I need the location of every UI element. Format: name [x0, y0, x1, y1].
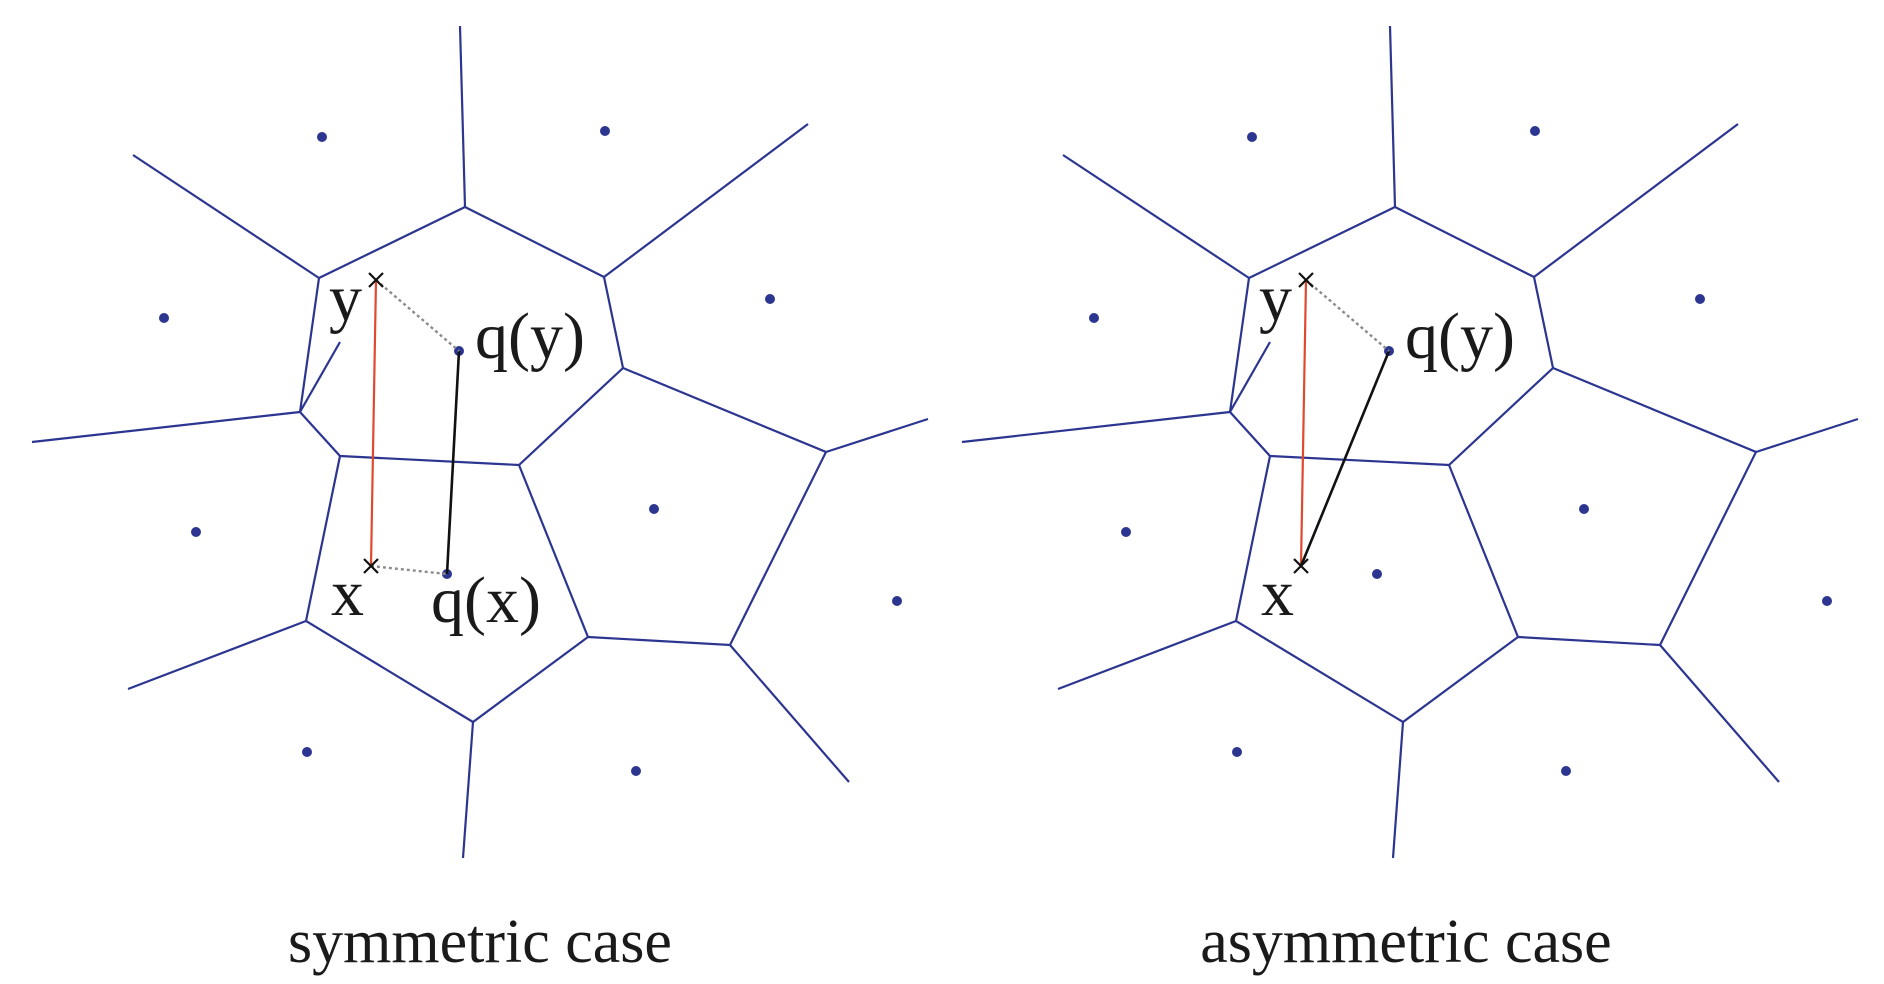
- voronoi-ray-right: [1755, 417, 1859, 454]
- label-x: x: [1261, 557, 1294, 630]
- segment-x-to-y: [369, 279, 378, 567]
- voronoi-cell-right: [587, 366, 828, 647]
- site-point: [302, 747, 312, 757]
- label-y: y: [329, 262, 362, 335]
- point-labels: y q(y) x: [1259, 262, 1515, 630]
- voronoi-ray-down: [1391, 721, 1405, 859]
- site-point: [631, 766, 641, 776]
- segment-x-to-y: [1299, 279, 1308, 567]
- label-qx: q(x): [431, 564, 541, 637]
- voronoi-cell-right: [1517, 366, 1758, 647]
- quantization-paths: [363, 272, 461, 576]
- label-x: x: [331, 557, 364, 630]
- voronoi-ray-upper-right: [603, 123, 809, 278]
- site-point: [1121, 527, 1131, 537]
- site-point: [1561, 766, 1571, 776]
- label-qy: q(y): [1405, 300, 1515, 373]
- site-point: [1372, 569, 1382, 579]
- cross-marker-y: [1298, 272, 1314, 288]
- site-point: [1247, 132, 1257, 142]
- site-point: [317, 132, 327, 142]
- voronoi-ray-down: [461, 721, 475, 859]
- cross-marker-x: [1293, 558, 1309, 574]
- point-labels: y q(y) x q(x): [329, 262, 585, 637]
- site-point: [649, 504, 659, 514]
- voronoi-ray-upper-left: [132, 154, 320, 279]
- panel-asymmetric: y q(y) x asymmetric case: [961, 25, 1859, 976]
- voronoi-ray-lower-right: [729, 644, 850, 783]
- site-point: [765, 294, 775, 304]
- voronoi-edges: [961, 25, 1859, 859]
- dashed-y-to-qy: [375, 279, 460, 352]
- label-y: y: [1259, 262, 1292, 335]
- label-qy: q(y): [475, 300, 585, 373]
- panel-symmetric: y q(y) x q(x) symmetric case: [31, 25, 929, 976]
- dashed-y-to-qy: [1305, 279, 1390, 352]
- voronoi-ray-upper-left: [1062, 154, 1250, 279]
- voronoi-sites: [1089, 126, 1832, 776]
- voronoi-ray-left: [31, 410, 301, 444]
- site-point: [191, 527, 201, 537]
- voronoi-ray-left: [961, 410, 1231, 444]
- site-point: [1822, 596, 1832, 606]
- voronoi-ray-lower-left: [127, 619, 307, 691]
- site-point: [1695, 294, 1705, 304]
- site-point: [1089, 313, 1099, 323]
- site-point: [1530, 126, 1540, 136]
- caption-asymmetric: asymmetric case: [1200, 908, 1611, 976]
- voronoi-edges: [31, 25, 929, 859]
- site-point: [892, 596, 902, 606]
- site-point: [1579, 504, 1589, 514]
- site-point: [1232, 747, 1242, 757]
- voronoi-ray-lower-right: [1659, 644, 1780, 783]
- caption-symmetric: symmetric case: [288, 908, 672, 976]
- voronoi-ray-lower-left: [1057, 619, 1237, 691]
- segment-x-to-qy: [1299, 350, 1391, 567]
- dashed-x-to-qx: [370, 564, 448, 576]
- quantization-paths: [1293, 272, 1391, 574]
- segment-qx-to-qy: [445, 350, 461, 575]
- voronoi-ray-right: [825, 417, 929, 454]
- site-point: [600, 126, 610, 136]
- cross-marker-y: [368, 272, 384, 288]
- cross-marker-x: [363, 558, 379, 574]
- voronoi-ray-upper-right: [1533, 123, 1739, 278]
- site-point: [159, 313, 169, 323]
- voronoi-ray-up: [458, 25, 467, 208]
- voronoi-ray-up: [1388, 25, 1397, 208]
